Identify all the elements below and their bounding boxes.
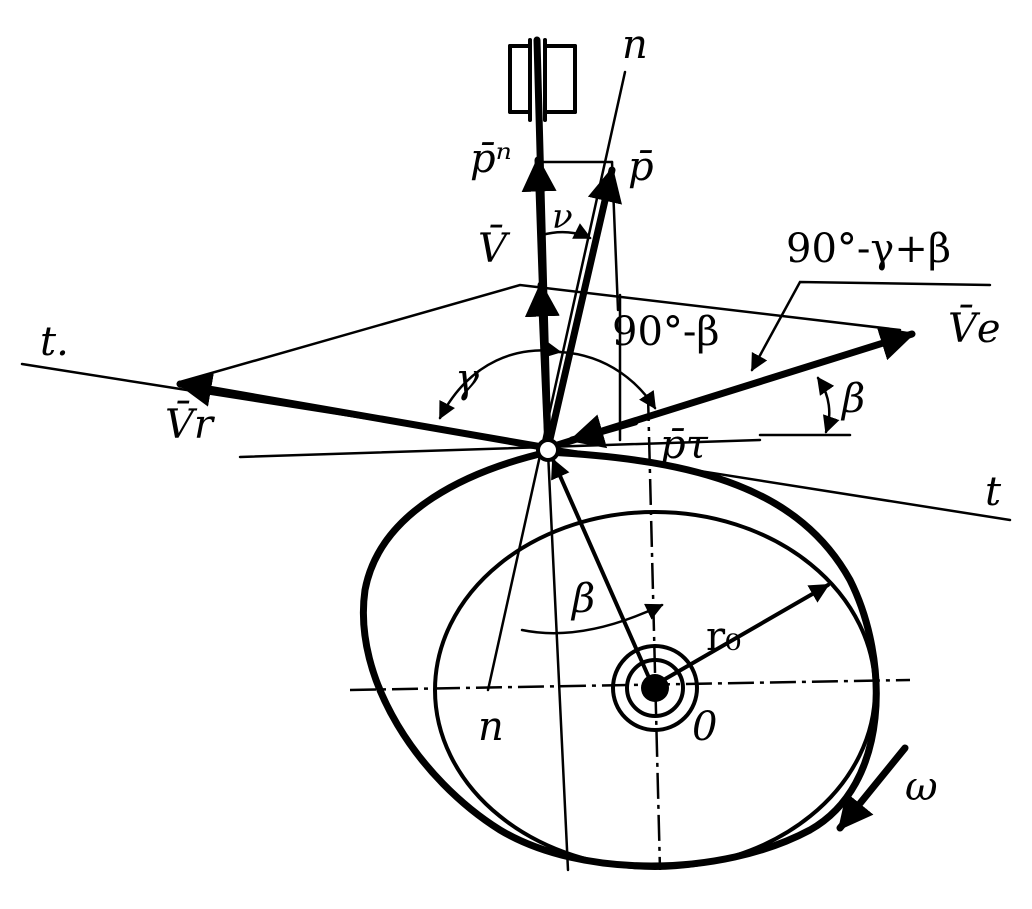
label-p-tau: p̄τ [660, 422, 709, 468]
label-p: p̄ [628, 144, 654, 190]
label-v-e: V̄e [948, 305, 1001, 352]
label-t-right: t [985, 469, 1002, 515]
label-r0: r₀ [706, 614, 741, 660]
nu-arc [540, 223, 592, 240]
base-circle [433, 510, 877, 870]
label-o: 0 [692, 704, 717, 750]
follower-axis-lower [546, 450, 570, 872]
beta-right-arc [816, 376, 840, 434]
label-omega: ω [905, 764, 938, 810]
cam-profile [360, 448, 880, 870]
label-n-top: n [622, 22, 648, 68]
90-beta-arc [558, 350, 657, 410]
label-nu: ν [552, 197, 573, 237]
omega-arrow [836, 744, 909, 832]
label-t-left: t. [40, 319, 69, 365]
p-vertical-ref [610, 160, 620, 312]
label-gamma: γ [455, 356, 479, 402]
label-beta-bottom: β [570, 576, 595, 622]
label-beta-right: β [840, 376, 865, 422]
velocity-parallelogram-top [178, 283, 902, 384]
horizontal-reference-line [238, 438, 762, 459]
label-n-bottom: n [478, 704, 504, 750]
beta-bottom-arc [520, 603, 664, 635]
horizontal-center-line [349, 678, 911, 692]
label-p-n: p̄ⁿ [470, 136, 512, 182]
contact-point [536, 438, 560, 462]
leader-90-gamma-beta [750, 280, 992, 372]
radius-r0 [658, 583, 830, 684]
radius-to-contact [551, 458, 652, 682]
vector-p-tau [568, 414, 639, 449]
label-v: V̄ [478, 225, 511, 272]
follower-guide [508, 38, 577, 122]
label-90-beta: 90°-β [612, 309, 720, 355]
label-90-gamma-beta: 90°-γ+β [786, 226, 951, 272]
vector-pn [521, 156, 557, 452]
label-v-r: V̄r [165, 401, 216, 448]
vertical-center-line [646, 394, 662, 871]
vector-vr [176, 372, 552, 452]
gamma-arc [438, 340, 562, 420]
